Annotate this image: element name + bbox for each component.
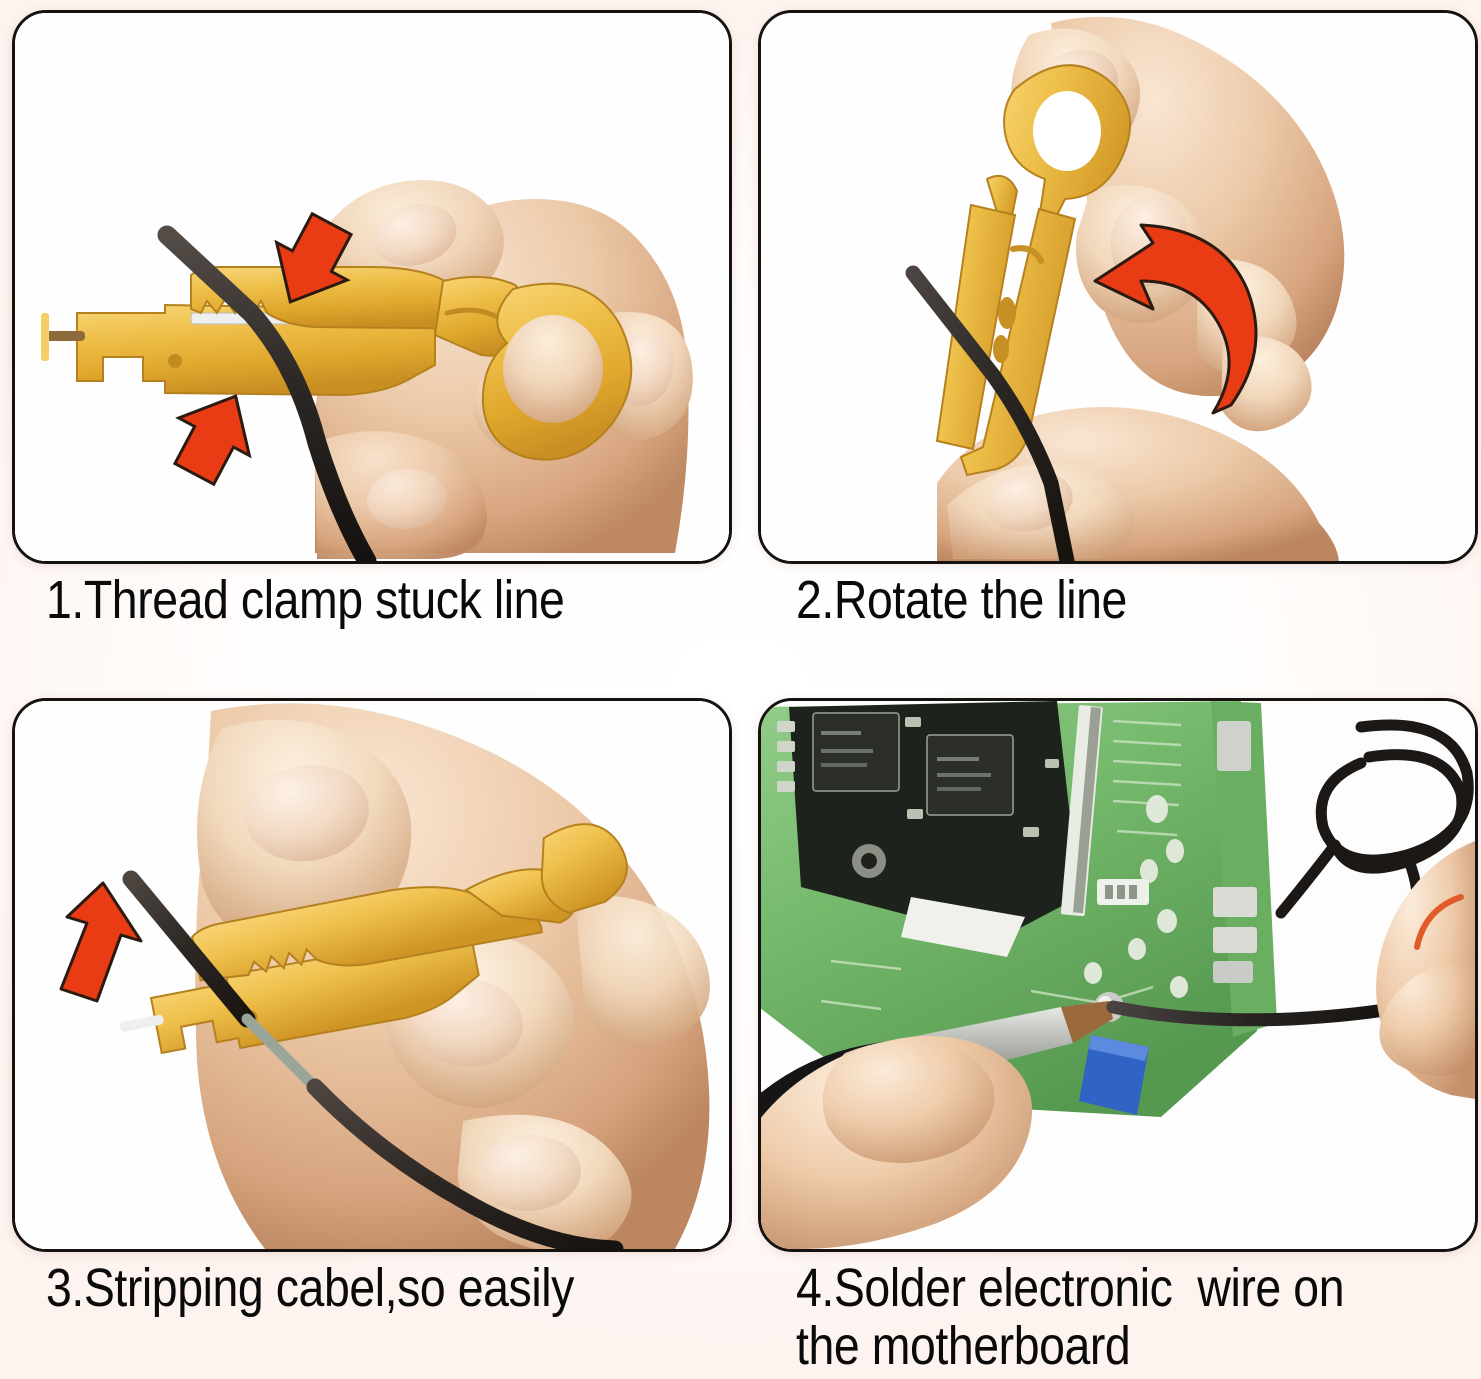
board-ports [1213,721,1257,983]
thumb-nail [373,204,457,266]
lower-finger-nail [477,1134,581,1212]
step-3-scene [15,701,729,1249]
orange-accent [1414,894,1464,950]
finger-lower-nail [367,468,447,530]
tool-nose-tip [41,313,49,361]
white-ribbon-connector [901,897,1025,957]
step-4-caption-line-1: 4.Solder electronic wire on [796,1258,1345,1318]
black-wire [157,225,377,561]
tool-nose-slot [41,331,85,341]
black-wire-lower [306,1078,624,1249]
step-1-scene [15,13,729,561]
tool-lower-jaw [149,930,480,1055]
step-2-scene [761,13,1475,561]
left-hand-fingers [822,1040,995,1164]
tool-notch-2 [993,335,1009,363]
tool-notch-1 [998,297,1016,329]
memory-slot [1060,705,1103,917]
step-3-cell: 3.Stripping cabel,so easily [0,690,740,1379]
tool-handle-groove [1010,245,1044,264]
ring-hole [503,315,603,423]
smd-components [777,717,1059,837]
tool-nose-slot [119,1014,164,1032]
step-3-panel [12,698,732,1252]
black-wire [905,265,1075,561]
step-4-illustration [761,701,1475,1249]
squeeze-arrow-top [274,211,354,304]
step-3-illustration [15,701,729,1249]
step-4-caption-line-2: the motherboard [796,1315,1131,1376]
step-1-panel [12,10,732,564]
step-1-illustration [15,13,729,561]
step-4-panel [758,698,1478,1252]
step-3-caption: 3.Stripping cabel,so easily [46,1258,574,1318]
right-hand-thumb [1379,957,1475,1076]
thumb-nail [245,764,369,862]
step-4-cell: 4.Solder electronic wire on the motherbo… [740,690,1481,1379]
tool-pivot-hole [168,354,182,368]
solder-pads [1032,795,1188,1048]
step-2-cell: 2.Rotate the line [740,0,1481,690]
ring-hole [1033,91,1101,171]
step-4-scene [761,701,1475,1249]
step-2-caption: 2.Rotate the line [796,570,1127,630]
tool-lower-jaw [935,203,1017,451]
tool-finger-ring [540,823,628,914]
soldering-iron-tip [1061,1001,1113,1043]
step-1-cell: 1.Thread clamp stuck line [0,0,740,690]
step-4-caption: 4.Solder electronic wire on the motherbo… [796,1258,1389,1376]
black-wire-upper [122,870,256,1028]
rotate-arrow [1093,223,1258,415]
black-wire-soldered [1106,1000,1408,1027]
exposed-conductor [241,1013,321,1093]
squeeze-arrow-bottom [172,394,252,487]
step-1-caption: 1.Thread clamp stuck line [46,570,565,630]
side-finger [575,895,710,1046]
pull-arrow [59,881,143,1003]
step-2-illustration [761,13,1475,561]
memory-chips [812,712,1014,816]
step-2-panel [758,10,1478,564]
